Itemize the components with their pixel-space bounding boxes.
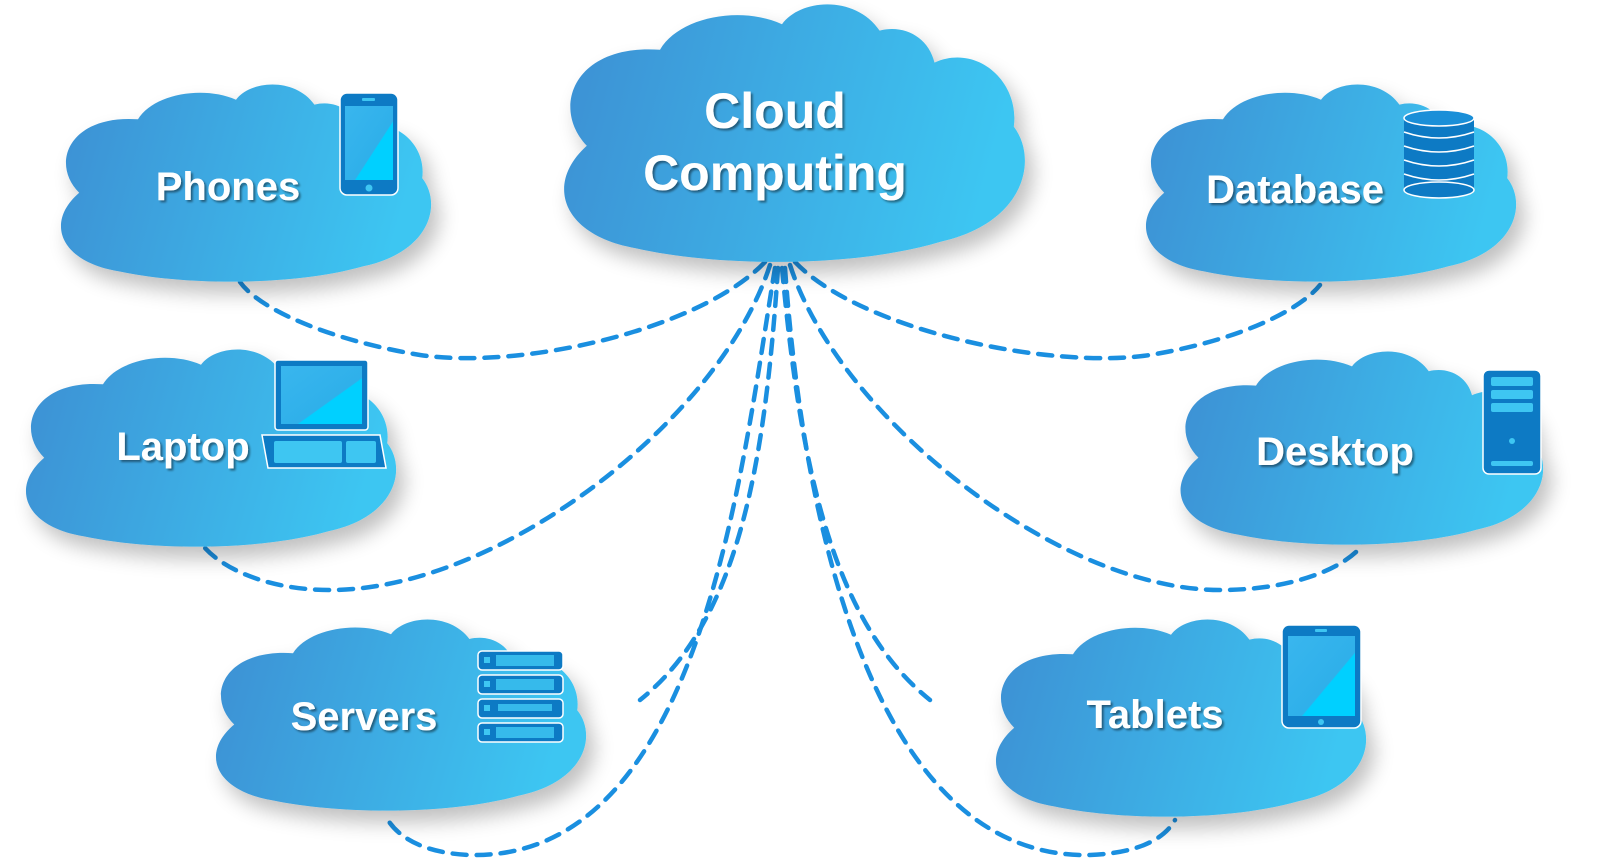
connectors — [202, 259, 1363, 858]
connector-center-2 — [779, 265, 933, 703]
connector-laptop — [202, 262, 773, 593]
server-rack-icon — [477, 650, 564, 743]
connector-phones — [237, 259, 768, 361]
node-database: Database — [1145, 84, 1517, 282]
desktop-tower-icon — [1482, 369, 1542, 475]
tablet-icon — [1281, 624, 1362, 729]
laptop-icon — [261, 359, 387, 469]
node-desktop: Desktop — [1180, 351, 1544, 545]
connector-desktop — [787, 262, 1363, 593]
smartphone-icon — [339, 92, 399, 196]
node-label-laptop: Laptop — [116, 425, 249, 469]
node-label-desktop: Desktop — [1256, 430, 1414, 474]
node-laptop: Laptop — [25, 349, 397, 547]
hub-title-line2: Computing — [643, 145, 907, 201]
hub-title-line1: Cloud — [704, 83, 846, 139]
node-label-tablets: Tablets — [1086, 693, 1223, 737]
database-icon — [1403, 109, 1475, 199]
connector-center-1 — [637, 265, 781, 703]
node-tablets: Tablets — [995, 619, 1367, 817]
node-label-database: Database — [1206, 168, 1384, 212]
connector-servers — [382, 265, 778, 858]
node-label-phones: Phones — [156, 165, 300, 209]
node-phones: Phones — [60, 84, 432, 282]
node-servers: Servers — [215, 619, 587, 811]
node-label-servers: Servers — [291, 695, 438, 739]
connector-database — [792, 259, 1323, 361]
